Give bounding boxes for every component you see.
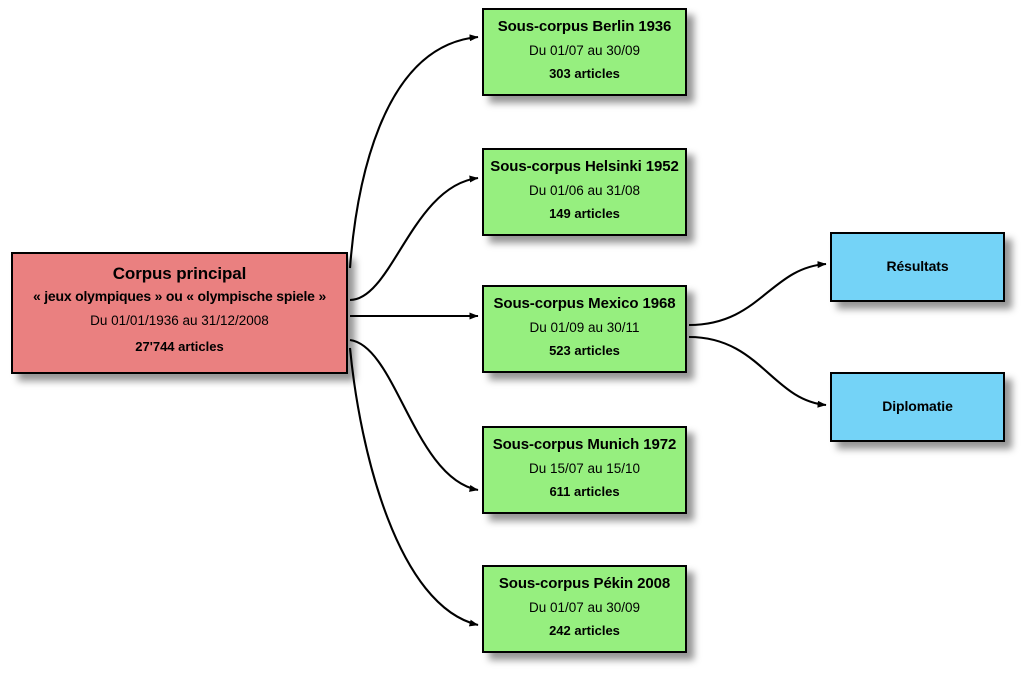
edge-main-to-pekin xyxy=(348,347,479,627)
edge-main-to-munich xyxy=(349,338,479,492)
node-resultats[interactable]: Résultats xyxy=(830,232,1005,302)
node-period: Du 01/01/1936 au 31/12/2008 xyxy=(90,313,269,329)
edge-mexico-to-resultats xyxy=(688,261,827,327)
node-count: 303 articles xyxy=(549,65,620,81)
node-title: Sous-corpus Pékin 2008 xyxy=(498,575,671,592)
node-diplomatie[interactable]: Diplomatie xyxy=(830,372,1005,442)
edge-main-to-helsinki xyxy=(349,175,479,302)
node-count: 611 articles xyxy=(549,483,620,499)
node-period: Du 01/09 au 30/11 xyxy=(529,319,640,335)
node-title: Sous-corpus Munich 1972 xyxy=(492,436,677,453)
node-sous-corpus-berlin[interactable]: Sous-corpus Berlin 1936 Du 01/07 au 30/0… xyxy=(482,8,687,96)
node-count: 523 articles xyxy=(549,342,620,358)
node-period: Du 15/07 au 15/10 xyxy=(528,460,641,476)
node-sous-corpus-helsinki[interactable]: Sous-corpus Helsinki 1952 Du 01/06 au 31… xyxy=(482,148,687,236)
node-count: 149 articles xyxy=(549,205,620,221)
node-subtitle: « jeux olympiques » ou « olympische spie… xyxy=(32,288,327,305)
node-title: Résultats xyxy=(886,258,949,275)
node-corpus-principal[interactable]: Corpus principal « jeux olympiques » ou … xyxy=(11,252,348,374)
node-title: Sous-corpus Mexico 1968 xyxy=(493,295,676,312)
node-count: 242 articles xyxy=(549,622,620,638)
node-title: Sous-corpus Helsinki 1952 xyxy=(490,158,679,175)
node-sous-corpus-pekin[interactable]: Sous-corpus Pékin 2008 Du 01/07 au 30/09… xyxy=(482,565,687,653)
node-title: Corpus principal xyxy=(112,264,247,283)
node-count: 27'744 articles xyxy=(135,338,224,354)
node-sous-corpus-munich[interactable]: Sous-corpus Munich 1972 Du 15/07 au 15/1… xyxy=(482,426,687,514)
node-sous-corpus-mexico[interactable]: Sous-corpus Mexico 1968 Du 01/09 au 30/1… xyxy=(482,285,687,373)
edge-mexico-to-diplomatie xyxy=(688,335,827,408)
node-title: Sous-corpus Berlin 1936 xyxy=(497,18,672,35)
edge-main-to-berlin xyxy=(348,34,479,269)
node-period: Du 01/06 au 31/08 xyxy=(528,182,641,198)
node-period: Du 01/07 au 30/09 xyxy=(528,599,641,615)
node-period: Du 01/07 au 30/09 xyxy=(528,42,641,58)
node-title: Diplomatie xyxy=(882,398,953,415)
